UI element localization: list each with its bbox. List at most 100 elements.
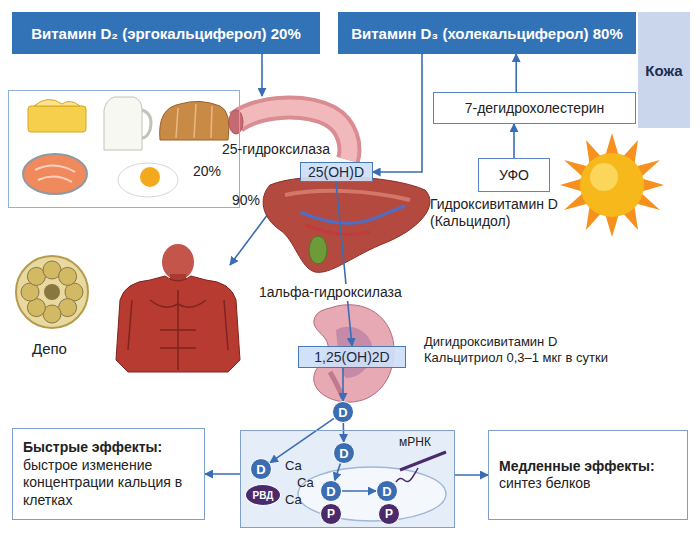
vitamin-d-circle-text: D: [256, 462, 265, 477]
vitamin-banner: Витамин D₂ (эргокальциферол) 20%: [12, 12, 320, 54]
percent-label: 90%: [232, 192, 260, 209]
flow-arrow: [513, 124, 515, 158]
food-icons-part: [142, 110, 151, 138]
fat-cells-part: [59, 267, 77, 285]
element-symbol: Ca: [297, 475, 314, 491]
phosphate-circle-text: P: [385, 507, 393, 521]
fat-cells-part: [44, 284, 60, 300]
vitamin-d-circle: D: [333, 442, 355, 464]
phosphate-circle-text: P: [327, 507, 335, 521]
vitamin-d-circle-text: D: [339, 446, 348, 461]
food-icons-part: [104, 97, 142, 150]
vitamin-banner: Витамин D₃ (холекальциферол) 80%: [338, 12, 636, 54]
liver-part: [263, 176, 430, 272]
effect-box-text: быстрое изменение концентрации кальция в…: [23, 457, 194, 510]
effect-box: Быстрые эффекты:быстрое изменение концен…: [12, 428, 205, 520]
flow-arrow-part: [230, 214, 268, 265]
food-icons-part: [35, 165, 75, 182]
metabolite-tag: 25(OH)D: [300, 162, 373, 182]
flow-arrow: [335, 463, 341, 480]
skin-band-text: Кожа: [645, 62, 682, 79]
vitamin-d-circle-text: D: [326, 484, 335, 499]
cell-outline: мРНКDРВДDDPDP: [240, 430, 455, 528]
food-icons-part: [118, 163, 178, 197]
sun-part: [590, 163, 618, 191]
kidney-part: [314, 305, 394, 402]
effect-box-text: синтез белков: [499, 475, 677, 493]
liver-part: [305, 225, 370, 234]
food-icons-part: [28, 106, 86, 132]
element-symbol: Ca: [285, 458, 302, 474]
flow-arrow: [515, 54, 517, 92]
vitamin-d-circle: D: [250, 458, 272, 480]
depot-label: Депо: [32, 340, 67, 358]
cell-body: [240, 430, 455, 528]
liver: [263, 176, 430, 272]
liver-part: [309, 236, 327, 264]
receptor-oval-text: РВД: [253, 490, 274, 501]
flow-arrow: [342, 368, 344, 401]
flow-arrow-part: [261, 54, 263, 96]
kidney: [314, 305, 394, 402]
flow-arrow: [336, 182, 352, 346]
flow-arrow: [205, 473, 240, 475]
flow-arrow: [373, 54, 423, 172]
muscle-torso: [116, 244, 240, 372]
vitamin-d-circle: D: [376, 480, 398, 502]
kidney-part: [330, 372, 343, 398]
food-panel: 20%: [8, 90, 240, 208]
enzyme-label: 25-гидроксилаза: [222, 141, 330, 158]
element-symbol: Ca: [285, 492, 302, 508]
food-icons-part: [140, 167, 160, 187]
phosphate-circle: P: [320, 503, 342, 525]
metabolite-label: Дигидроксивитамин D Кальцитриол 0,3–1 мк…: [424, 334, 629, 365]
effect-box-text: Медленные эффекты:: [499, 458, 677, 476]
food-icons-part: [23, 154, 87, 194]
substance-box: 7-дегидрохолестерин: [433, 92, 636, 124]
liver-part: [300, 206, 405, 223]
muscle-torso-part: [116, 276, 240, 372]
flow-arrow: [230, 54, 268, 265]
cell-body-part: [396, 468, 418, 482]
metabolite-tag-text: 25(OH)D: [308, 164, 364, 180]
vitamin-d-circle-text: D: [382, 484, 391, 499]
metabolite-label: Гидроксивитамин D (Кальцидол): [430, 196, 580, 230]
receptor-oval: РВД: [245, 484, 281, 506]
uv-box-text: УФО: [499, 167, 529, 183]
food-icons: [23, 97, 229, 197]
cell-outline-text: мРНК: [399, 435, 431, 449]
effect-box-text: Быстрые эффекты:: [23, 439, 194, 457]
muscle-torso-part: [128, 290, 228, 370]
phosphate-circle: P: [378, 503, 400, 525]
fat-cells: [16, 256, 88, 328]
liver-part: [285, 191, 410, 200]
food-icons-part: [176, 104, 212, 138]
flow-arrow: [342, 490, 376, 492]
flow-arrow: [270, 418, 334, 462]
metabolite-tag-text: 1,25(OH)2D: [314, 349, 389, 365]
metabolite-tag: 1,25(OH)2D: [298, 346, 406, 368]
vitamin-d-circle: D: [332, 401, 354, 423]
flow-arrow: [342, 423, 344, 442]
sun-part: [560, 133, 664, 237]
sun: [560, 133, 664, 237]
intestine-part: [229, 110, 243, 134]
cell-body-part: [400, 452, 446, 470]
sun-part: [580, 153, 644, 217]
substance-box-text: 7-дегидрохолестерин: [465, 100, 605, 116]
fat-cells-part: [16, 256, 88, 328]
enzyme-label: 1альфа-гидроксилаза: [256, 284, 405, 301]
cell-body-part: [240, 430, 455, 528]
vitamin-d-circle-text: D: [338, 405, 347, 420]
food-panel-text: 20%: [193, 163, 221, 179]
skin-band: Кожа: [638, 12, 690, 128]
uv-box: УФО: [478, 158, 550, 192]
vitamin-banner-text: Витамин D₃ (холекальциферол) 80%: [351, 25, 623, 42]
food-icons-part: [34, 99, 80, 106]
vitamin-banner-text: Витамин D₂ (эргокальциферол) 20%: [31, 25, 301, 42]
vitamin-d-circle: D: [320, 480, 342, 502]
flow-arrow: [455, 474, 488, 476]
effect-box: Медленные эффекты:синтез белков: [488, 430, 688, 520]
food-icons-part: [160, 101, 229, 140]
